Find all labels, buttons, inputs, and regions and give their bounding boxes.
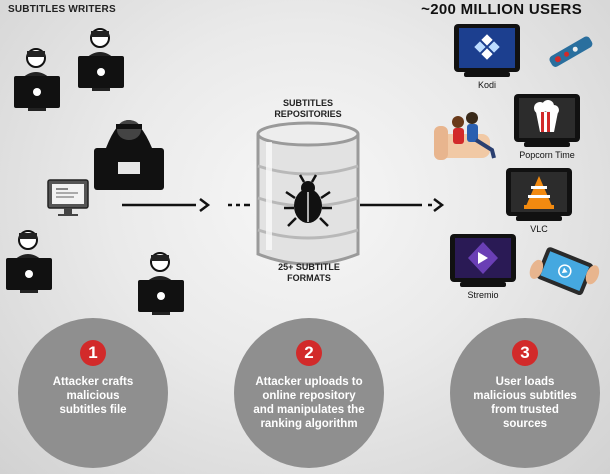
step-3-circle: 3 User loads malicious subtitles from tr…: [450, 318, 600, 468]
formats-label: 25+ SUBTITLE FORMATS: [278, 262, 340, 283]
writer-laptop-icon: [14, 48, 60, 111]
step-3-text: User loads malicious subtitles from trus…: [473, 376, 577, 430]
hooded-attacker-icon: [94, 120, 164, 190]
flow-arrow-right: [360, 198, 445, 212]
step-1-circle: 1 Attacker crafts malicious subtitles fi…: [18, 318, 168, 468]
player-label-stremio: Stremio: [467, 290, 499, 300]
writers-title: SUBTITLES WRITERS: [8, 4, 116, 15]
vlc-tv-icon: [506, 168, 572, 221]
malware-bug-icon: [284, 174, 332, 227]
monitor-document-icon: [47, 179, 89, 216]
step-1-text: Attacker crafts malicious subtitles file: [52, 376, 134, 416]
step-3-number-badge: 3: [512, 340, 538, 366]
step-2-circle: 2 Attacker uploads to online repository …: [234, 318, 384, 468]
step-1-number-badge: 1: [80, 340, 106, 366]
writer-laptop-icon: [138, 252, 184, 315]
kodi-tv-icon: [454, 24, 520, 77]
player-label-vlc: VLC: [530, 224, 548, 234]
stremio-tv-icon: [450, 234, 516, 287]
player-label-popcorn-time: Popcorn Time: [519, 150, 575, 160]
popcorn-time-tv-icon: [514, 94, 580, 147]
step-2-text: Attacker uploads to online repository an…: [253, 376, 365, 430]
step-2-number-badge: 2: [296, 340, 322, 366]
couple-on-couch-icon: [434, 112, 496, 160]
flow-arrow-left: [122, 198, 250, 212]
writer-laptop-icon: [78, 28, 124, 91]
writer-laptop-icon: [6, 230, 52, 293]
player-label-kodi: Kodi: [477, 80, 496, 90]
remote-control-icon: [549, 36, 593, 67]
users-title: ~200 MILLION USERS: [421, 1, 582, 18]
tablet-icon: [529, 247, 600, 296]
repositories-label: SUBTITLES REPOSITORIES: [274, 98, 342, 119]
